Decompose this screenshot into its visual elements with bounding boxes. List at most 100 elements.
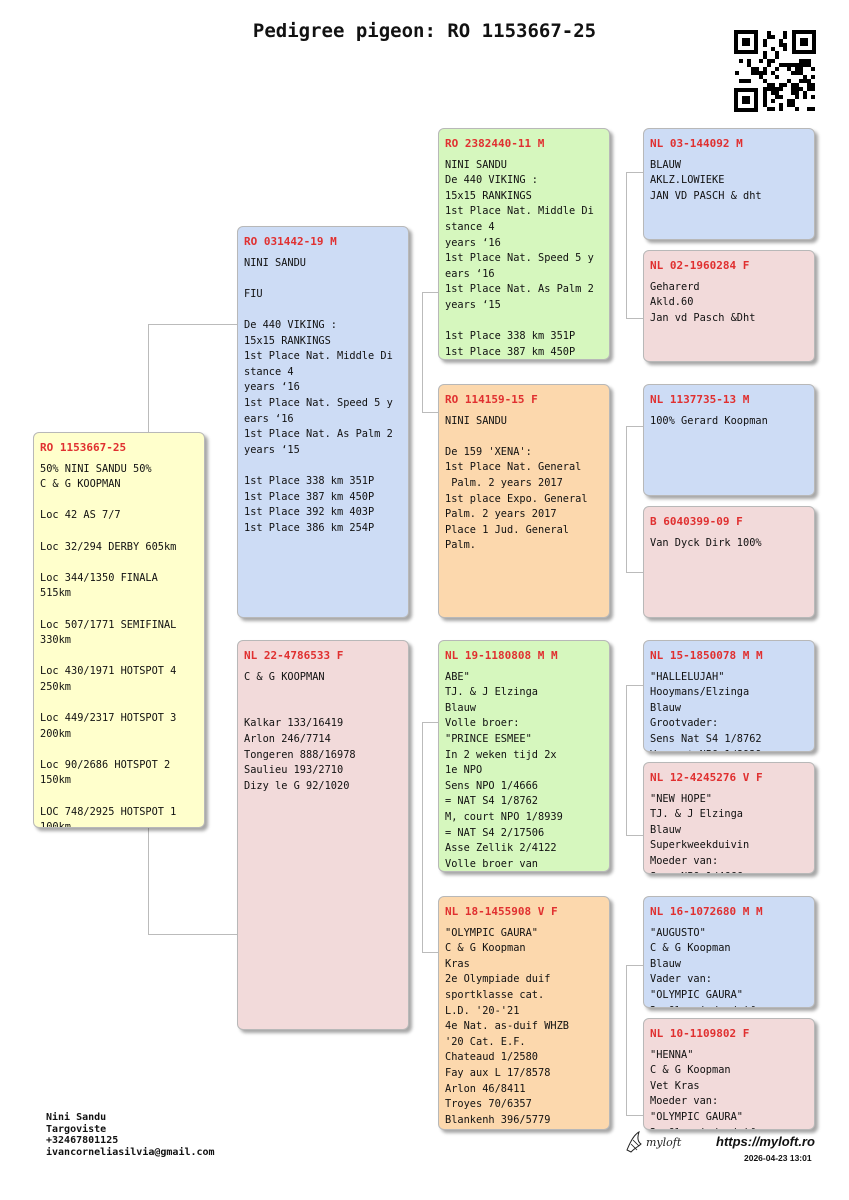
- connector-line: [422, 412, 438, 413]
- connector-line: [626, 426, 627, 572]
- info-line: Vader van:: [650, 973, 712, 986]
- info-line: "NEW HOPE": [650, 792, 712, 805]
- info-line: [445, 429, 603, 445]
- pedigree-card-subject[interactable]: RO 1153667-25 50% NINI SANDU 50%C & G KO…: [33, 432, 205, 828]
- info-line: 1st Place Nat. As Palm 2: [445, 283, 594, 296]
- owner-city: Targoviste: [46, 1123, 107, 1135]
- info-line: TJ. & J Elzinga: [650, 808, 743, 821]
- info-line: Fay aux L 17/8578: [445, 1066, 551, 1079]
- pedigree-card-dam[interactable]: NL 22-4786533 F C & G KOOPMAN Kalkar 133…: [237, 640, 409, 1030]
- info-line: Blauw: [445, 701, 476, 714]
- pedigree-card-dss[interactable]: NL 15-1850078 M M "HALLELUJAH" Hooymans/E…: [643, 640, 815, 752]
- ring-number: NL 19-1180808 M M: [445, 649, 558, 662]
- pedigree-card-sire[interactable]: RO 031442-19 M NINI SANDU FIU De 440 VIK…: [237, 226, 409, 618]
- info-line: Place 1 Jud. General: [445, 523, 569, 536]
- info-line: Dizy le G 92/1020: [244, 779, 350, 792]
- info-line: TJ. & J Elzinga: [445, 686, 538, 699]
- info-line: sportklasse cat.: [445, 988, 545, 1001]
- info-line: [40, 602, 198, 618]
- info-line: '20 Cat. E.F.: [445, 1035, 526, 1048]
- info-line: [40, 696, 198, 712]
- pigeon-info: 100% Gerard Koopman: [650, 414, 808, 430]
- pedigree-card-sdd[interactable]: B 6040399-09 F Van Dyck Dirk 100%: [643, 506, 815, 618]
- info-line: Hooymans/Elzinga: [650, 686, 750, 699]
- info-line: Arlon 46/8411: [445, 1082, 526, 1095]
- connector-line: [148, 324, 238, 325]
- info-line: Geharerd: [650, 280, 700, 293]
- info-line: [244, 271, 402, 287]
- info-line: 1st Place Nat. Middle Di: [445, 205, 594, 218]
- info-line: ears ‘16: [445, 267, 495, 280]
- connector-line: [422, 722, 423, 952]
- info-line: [40, 524, 198, 540]
- connector-line: [626, 685, 644, 686]
- timestamp: 2026-04-23 13:01: [744, 1153, 812, 1163]
- pedigree-card-dam-dam[interactable]: NL 18-1455908 V F "OLYMPIC GAURA"C & G K…: [438, 896, 610, 1130]
- info-line: NINI SANDU: [445, 414, 507, 427]
- info-line: stance 4: [445, 220, 495, 233]
- info-line: 1st Place 338 km 351P: [445, 330, 576, 343]
- info-line: JAN VD PASCH & dht: [650, 189, 762, 202]
- info-line: 1st Place Nat. As Palm 2: [244, 428, 393, 441]
- info-line: De 440 VIKING :: [244, 318, 337, 331]
- connector-line: [626, 318, 644, 319]
- info-line: Vet Kras: [650, 1079, 700, 1092]
- info-line: Tongeren 888/16978: [244, 748, 356, 761]
- info-line: C & G KOOPMAN: [244, 670, 325, 683]
- info-line: Vereent NPO 1/8939: [650, 748, 808, 751]
- info-line: 100km: [40, 821, 71, 828]
- info-line: 200km: [40, 727, 71, 740]
- owner-info: Nini Sandu Targoviste +32467801125 ivanc…: [46, 1112, 215, 1158]
- info-line: Loc 344/1350 FINALA: [40, 571, 158, 584]
- info-line: 1e NPO: [445, 764, 483, 777]
- info-line: Kras: [445, 957, 470, 970]
- ring-number: NL 02-1960284 F: [650, 259, 750, 272]
- info-line: Palm.: [445, 539, 476, 552]
- website-link[interactable]: https://myloft.ro: [716, 1134, 815, 1149]
- pedigree-card-dsd[interactable]: NL 12-4245276 V F "NEW HOPE"TJ. & J Elzi…: [643, 762, 815, 874]
- info-line: De 159 'XENA':: [445, 445, 532, 458]
- info-line: "OLYMPIC GAURA": [650, 1110, 743, 1123]
- info-line: [40, 649, 198, 665]
- ring-number: NL 10-1109802 F: [650, 1027, 750, 1040]
- info-line: Superkweekduivin: [650, 839, 750, 852]
- info-line: years ‘16: [244, 381, 300, 394]
- info-line: Blankenh 396/5779: [445, 1113, 551, 1126]
- info-line: [40, 742, 198, 758]
- info-line: Akld.60: [650, 296, 694, 309]
- info-line: 1st Place Nat. Speed 5 y: [244, 396, 393, 409]
- info-line: Loc 32/294 DERBY 605km: [40, 540, 177, 553]
- info-line: Kalkar 133/16419: [244, 717, 344, 730]
- connector-line: [148, 934, 238, 935]
- pedigree-card-dds[interactable]: NL 16-1072680 M M "AUGUSTO"C & G Koopman…: [643, 896, 815, 1008]
- info-line: Volle broer:: [445, 717, 520, 730]
- info-line: Loc 507/1771 SEMIFINAL: [40, 618, 177, 631]
- info-line: Chateaud 1/2580: [445, 1051, 538, 1064]
- info-line: "HALLELUJAH": [650, 670, 725, 683]
- owner-email: ivancorneliasilvia@gmail.com: [46, 1146, 215, 1158]
- info-line: Arlon 246/7714: [244, 732, 331, 745]
- pedigree-card-sds[interactable]: NL 1137735-13 M 100% Gerard Koopman: [643, 384, 815, 496]
- info-line: C & G Koopman: [445, 942, 526, 955]
- info-line: Sens NPO 1/4666: [445, 779, 538, 792]
- pedigree-card-sire-dam[interactable]: RO 114159-15 F NINI SANDU De 159 'XENA':…: [438, 384, 610, 618]
- connector-line: [626, 1115, 644, 1116]
- info-line: 515km: [40, 587, 71, 600]
- ring-number: NL 15-1850078 M M: [650, 649, 763, 662]
- connector-line: [148, 828, 149, 934]
- ring-number: RO 114159-15 F: [445, 393, 538, 406]
- info-line: 15x15 RANKINGS: [244, 334, 331, 347]
